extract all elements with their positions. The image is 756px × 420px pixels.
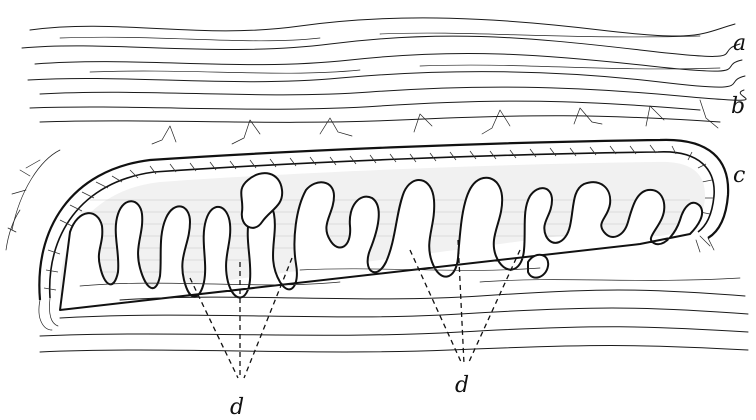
label-d-right: d	[455, 373, 469, 398]
outer-fiber-layer	[22, 18, 746, 100]
label-d-left: d	[230, 395, 244, 420]
gland-lumen	[60, 162, 705, 300]
label-c: c	[733, 163, 745, 188]
label-a: a	[733, 31, 746, 56]
label-b: b	[731, 94, 745, 119]
